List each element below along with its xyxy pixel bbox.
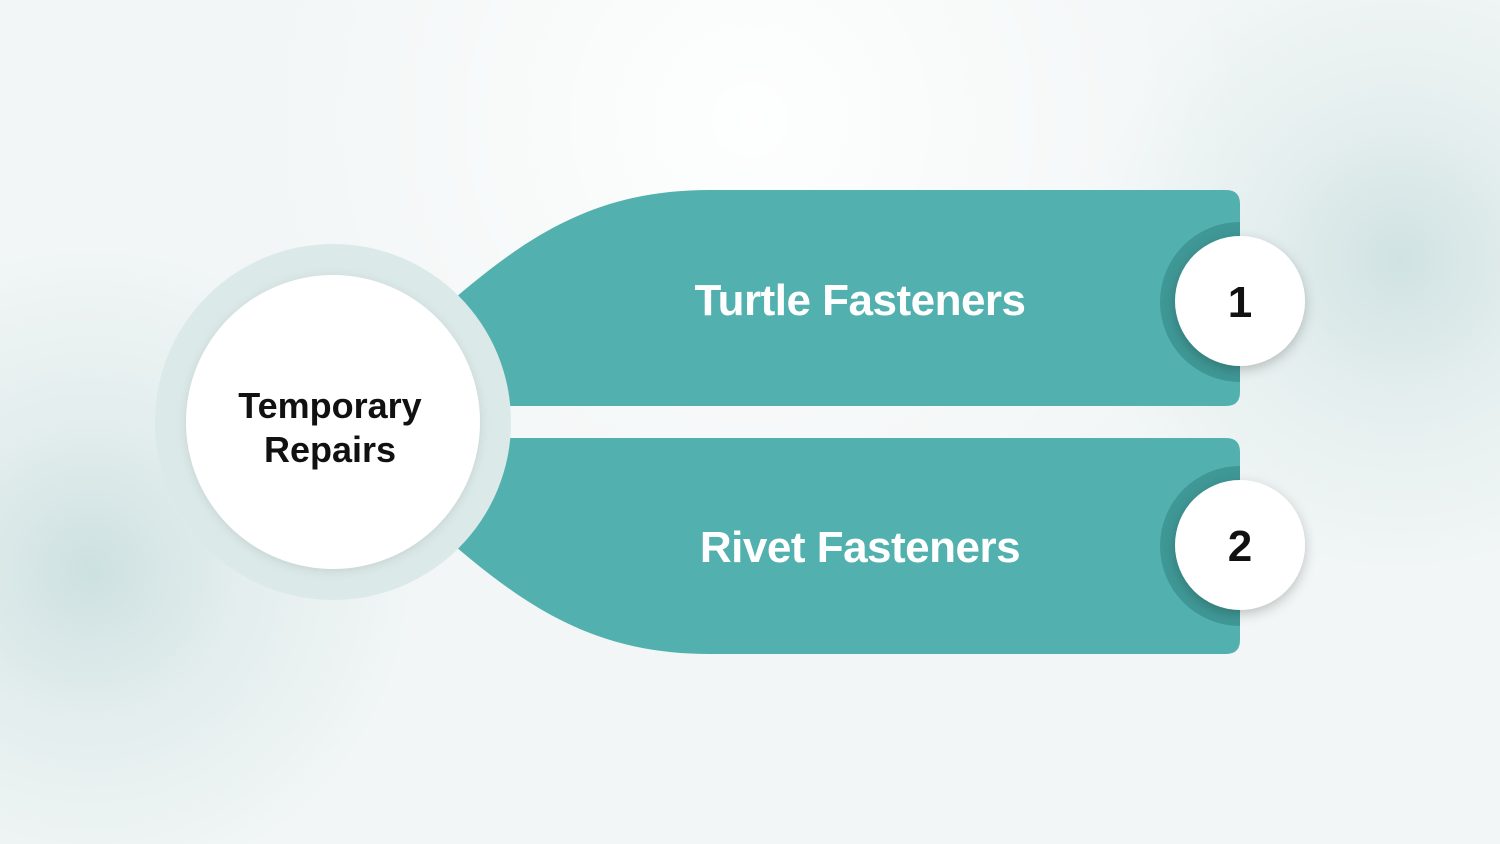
number-badge-1-text: 1: [1228, 278, 1252, 327]
number-badge-2: [1175, 480, 1305, 610]
center-label-line2: Repairs: [264, 429, 396, 470]
branch-band-1: [432, 190, 1240, 406]
number-badge-1: [1175, 236, 1305, 366]
number-badge-2-text: 2: [1228, 522, 1252, 571]
branch-label-1: Turtle Fasteners: [694, 276, 1025, 325]
center-circle: [186, 275, 480, 569]
branch-label-2: Rivet Fasteners: [700, 523, 1020, 572]
branch-band-2: [432, 438, 1240, 654]
center-label-line1: Temporary: [238, 385, 421, 426]
